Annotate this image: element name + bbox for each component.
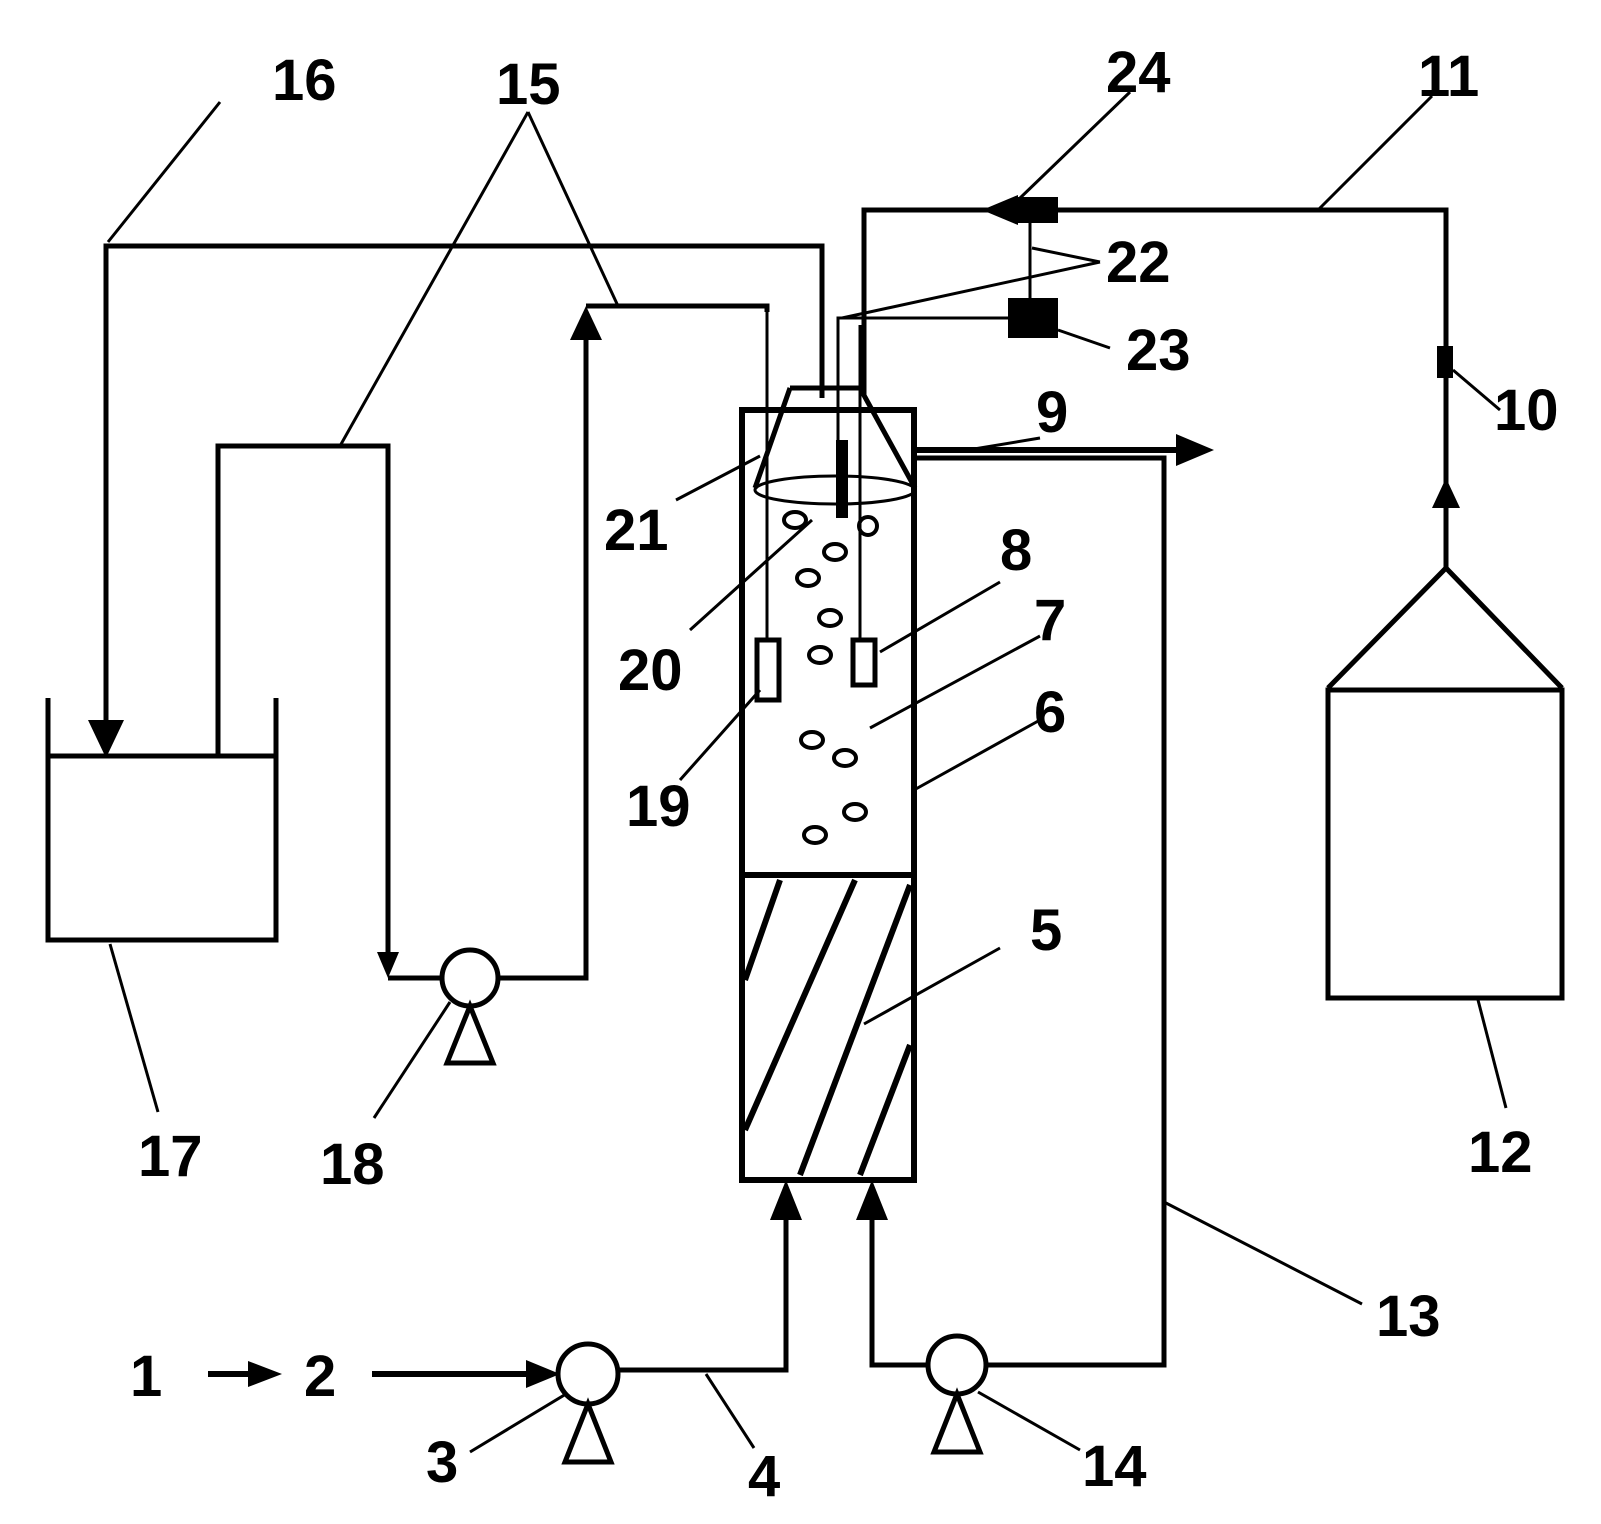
arrow-1-to-2-head <box>248 1361 282 1387</box>
label-1: 1 <box>130 1344 162 1409</box>
gas-bubbles <box>782 510 879 845</box>
label-12: 12 <box>1468 1120 1533 1185</box>
label-4: 4 <box>748 1444 780 1509</box>
pump-3 <box>555 1341 621 1407</box>
pump-14 <box>925 1333 989 1397</box>
label-6: 6 <box>1034 680 1066 745</box>
pump-14-stand <box>930 1387 984 1455</box>
line-15-suction <box>215 443 391 955</box>
reactor-column <box>739 407 917 1183</box>
tank-17 <box>45 698 279 943</box>
label-2: 2 <box>304 1344 336 1409</box>
arrow-feed-in <box>526 1360 560 1388</box>
label-13: 13 <box>1376 1284 1441 1349</box>
label-24: 24 <box>1106 40 1171 105</box>
label-16: 16 <box>272 48 337 113</box>
check-valve-24 <box>1016 197 1058 223</box>
gas-outlet-probe <box>836 440 848 518</box>
label-10: 10 <box>1494 378 1559 443</box>
packed-bed <box>742 878 913 1177</box>
device-23 <box>1008 298 1058 338</box>
line-4 <box>618 1212 789 1373</box>
valve-10 <box>1437 346 1453 378</box>
sensor-22-lead <box>836 316 1008 455</box>
arrow-15-down <box>377 952 399 978</box>
check-valve-24-arrow <box>982 195 1018 225</box>
pump-18 <box>439 947 501 1009</box>
line-14-to-column <box>869 1212 928 1368</box>
pump-18-stand <box>443 999 497 1066</box>
label-11: 11 <box>1418 44 1479 109</box>
label-15: 15 <box>496 52 561 117</box>
label-22: 22 <box>1106 230 1171 295</box>
arrow-15-up <box>570 306 602 340</box>
leader-lines <box>106 90 1508 1454</box>
line-13 <box>914 455 1167 1368</box>
arrow-into-tank <box>88 720 124 758</box>
label-14: 14 <box>1082 1434 1147 1499</box>
label-5: 5 <box>1030 898 1062 963</box>
label-9: 9 <box>1036 380 1068 445</box>
arrow-14-up <box>856 1180 888 1220</box>
line-15-discharge <box>498 340 589 981</box>
arrow-10-up <box>1432 478 1460 508</box>
arrow-9-out <box>1176 434 1214 466</box>
label-3: 3 <box>426 1430 458 1495</box>
tank-12 <box>1325 687 1565 1001</box>
label-8: 8 <box>1000 518 1032 583</box>
label-18: 18 <box>320 1132 385 1197</box>
collector-hood <box>752 385 918 518</box>
label-17: 17 <box>138 1124 203 1189</box>
label-7: 7 <box>1034 588 1066 653</box>
label-20: 20 <box>618 638 683 703</box>
label-23: 23 <box>1126 318 1191 383</box>
pump-3-stand <box>561 1397 615 1465</box>
tank-12-top <box>1326 564 1564 690</box>
label-19: 19 <box>626 774 691 839</box>
line-16 <box>103 243 825 730</box>
label-21: 21 <box>604 498 669 563</box>
line-15-top <box>586 303 770 312</box>
arrow-4-up <box>770 1180 802 1220</box>
sensor-8 <box>850 637 878 688</box>
